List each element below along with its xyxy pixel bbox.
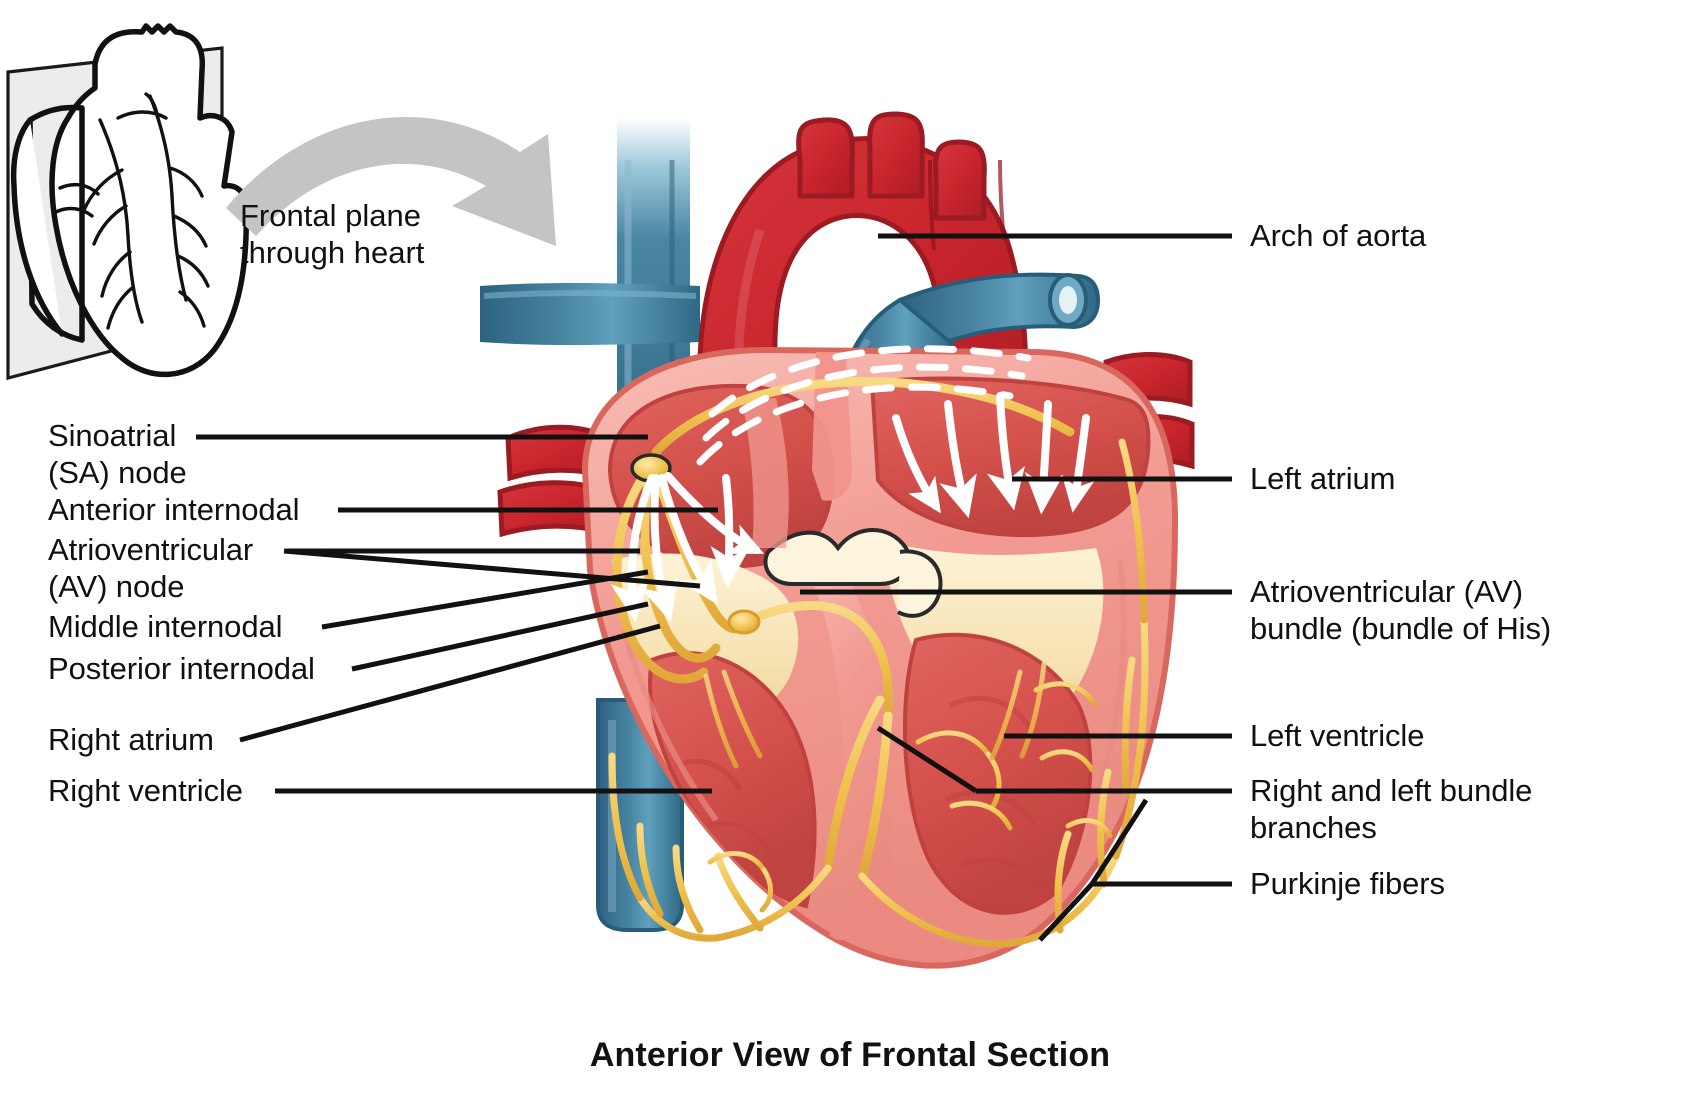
leader-posterior-internodal xyxy=(351,601,649,672)
leader-bundle-branches-hook xyxy=(876,725,978,794)
label-right-atrium: Right atrium xyxy=(48,722,214,759)
right-bundle-branch xyxy=(823,695,885,873)
septal-conduction-strands xyxy=(703,661,1047,769)
leader-purkinje-upper xyxy=(1089,798,1149,886)
label-sinoatrial-node-line1: Sinoatrial xyxy=(48,418,177,453)
label-av-bundle-line2: bundle (bundle of His) xyxy=(1250,610,1552,646)
label-purkinje-fibers: Purkinje fibers xyxy=(1250,866,1445,903)
label-middle-internodal: Middle internodal xyxy=(48,609,282,646)
atrioventricular-valves xyxy=(763,528,943,618)
label-middle-internodal-line1: Middle internodal xyxy=(48,609,283,644)
curved-pointer-arrow xyxy=(226,116,556,246)
av-bundle-path xyxy=(739,601,893,721)
aortic-arch xyxy=(697,111,1029,458)
label-arch-of-aorta: Arch of aorta xyxy=(1250,218,1426,255)
label-posterior-internodal-line1: Posterior internodal xyxy=(48,651,315,686)
left-brachiocephalic-vein xyxy=(480,283,700,345)
label-anterior-internodal: Anterior internodal xyxy=(48,492,300,529)
av-node-marker xyxy=(727,609,761,635)
label-arch-of-aorta-line1: Arch of aorta xyxy=(1250,218,1427,253)
label-atrioventricular-node-line2: (AV) node xyxy=(48,568,185,604)
label-atrioventricular-node: Atrioventricular(AV) node xyxy=(48,532,253,605)
label-left-atrium-line1: Left atrium xyxy=(1250,461,1396,496)
leader-purkinje-lower xyxy=(1038,882,1094,942)
leader-av-node-point xyxy=(283,548,701,589)
label-anterior-internodal-line1: Anterior internodal xyxy=(48,492,300,527)
label-right-ventricle: Right ventricle xyxy=(48,773,243,810)
label-bundle-branches-line2: branches xyxy=(1250,809,1377,845)
label-right-atrium-line1: Right atrium xyxy=(48,722,214,757)
inset-heart-lineart xyxy=(10,23,249,378)
label-left-ventricle-line1: Left ventricle xyxy=(1250,718,1425,753)
figure-title: Anterior View of Frontal Section xyxy=(589,1036,1111,1074)
label-posterior-internodal: Posterior internodal xyxy=(48,651,315,688)
inset-coronary-vessels xyxy=(54,92,210,330)
inset-caption-line2: through heart xyxy=(240,234,425,270)
conduction-flow-arrows xyxy=(610,392,1095,623)
atrial-depolarization-dashed-arcs xyxy=(696,345,1032,466)
leader-middle-internodal xyxy=(321,569,649,630)
label-sinoatrial-node: Sinoatrial(SA) node xyxy=(48,418,187,491)
label-atrioventricular-node-line1: Atrioventricular xyxy=(48,532,254,567)
label-purkinje-fibers-line1: Purkinje fibers xyxy=(1250,866,1445,901)
label-left-atrium: Left atrium xyxy=(1250,461,1395,498)
label-bundle-branches-line1: Right and left bundle xyxy=(1250,773,1533,808)
atrial-conduction-band xyxy=(651,377,1075,457)
purkinje-fibers-right xyxy=(608,752,832,942)
leader-right-atrium xyxy=(239,623,661,743)
label-av-bundle: Atrioventricular (AV)bundle (bundle of H… xyxy=(1250,574,1551,647)
label-left-ventricle: Left ventricle xyxy=(1250,718,1424,755)
label-right-ventricle-line1: Right ventricle xyxy=(48,773,243,808)
inset-caption-line1: Frontal plane xyxy=(240,198,421,233)
label-av-bundle-line1: Atrioventricular (AV) xyxy=(1250,574,1523,609)
label-sinoatrial-node-line2: (SA) node xyxy=(48,454,187,490)
